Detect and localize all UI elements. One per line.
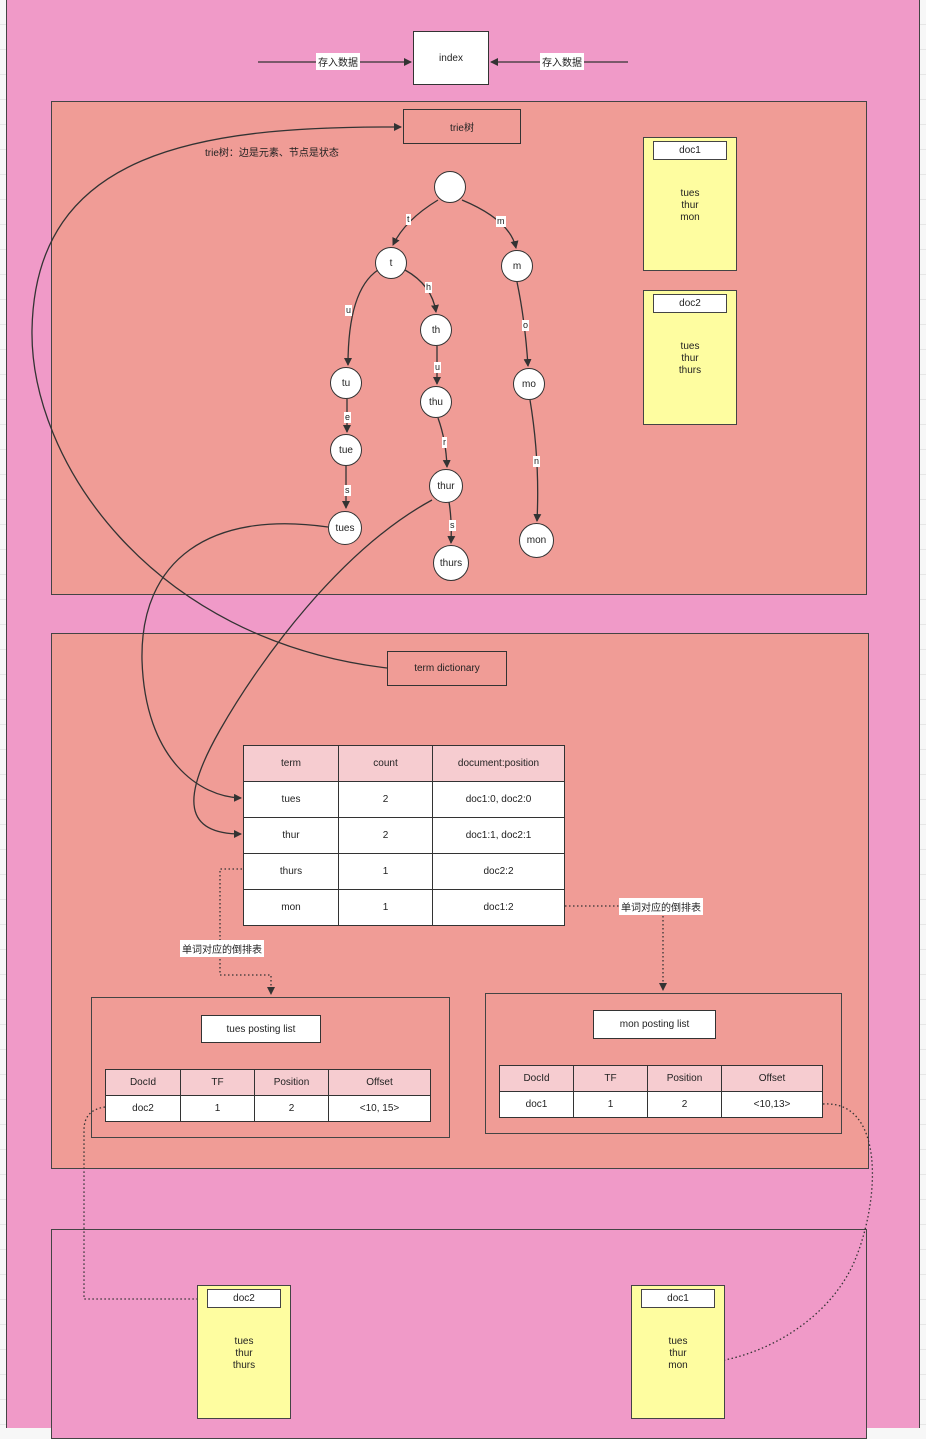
edge-label-e: e [344, 412, 352, 423]
trie-node-tu: tu [330, 367, 362, 399]
edge-label-t: t [406, 214, 411, 225]
tues-posting-title: tues posting list [201, 1015, 321, 1043]
doc2-note-bottom: doc2 tues thur thurs [197, 1285, 291, 1419]
doc2-note-top: doc2 tues thur thurs [643, 290, 737, 425]
trie-node-root [434, 171, 466, 203]
trie-node-th: th [420, 314, 452, 346]
doc-line: thurs [678, 365, 702, 376]
doc-line: thurs [232, 1360, 256, 1371]
table-header: document:position [432, 745, 565, 782]
trie-node-tues: tues [328, 511, 362, 545]
table-cell: 2 [338, 817, 433, 854]
left-store-label: 存入数据 [316, 53, 360, 70]
trie-title-box: trie树 [403, 109, 521, 144]
table-header: TF [573, 1065, 648, 1092]
table-cell: thurs [243, 853, 339, 890]
doc-line: tues [680, 341, 700, 352]
right-posting-link-label: 单词对应的倒排表 [619, 898, 703, 915]
tues-posting-table: DocId TF Position Offset doc2 1 2 <10, 1… [105, 1069, 431, 1122]
doc-line: thur [681, 200, 699, 211]
table-header: term [243, 745, 339, 782]
table-cell: mon [243, 889, 339, 926]
edge-label-h: h [425, 282, 433, 293]
table-cell: tues [243, 781, 339, 818]
trie-node-mo: mo [513, 368, 545, 400]
mon-posting-title: mon posting list [593, 1010, 716, 1039]
doc-line: mon [680, 212, 700, 223]
edge-label-u1: u [345, 305, 353, 316]
table-cell: thur [243, 817, 339, 854]
edge-label-u2: u [434, 362, 442, 373]
edge-label-s1: s [344, 485, 351, 496]
edge-label-s2: s [449, 520, 456, 531]
table-cell: 1 [338, 889, 433, 926]
table-cell: 2 [647, 1091, 722, 1118]
table-cell: 1 [180, 1095, 255, 1122]
table-header: Position [254, 1069, 329, 1096]
term-dictionary-title-box: term dictionary [387, 651, 507, 686]
table-cell: doc1 [499, 1091, 574, 1118]
doc-line: thur [235, 1348, 253, 1359]
trie-node-thu: thu [420, 386, 452, 418]
table-cell: doc1:2 [432, 889, 565, 926]
trie-node-thurs: thurs [433, 545, 469, 581]
doc-line: mon [668, 1360, 688, 1371]
documents-section [51, 1229, 867, 1439]
edge-label-m: m [496, 216, 506, 227]
table-header: Position [647, 1065, 722, 1092]
table-header: DocId [499, 1065, 574, 1092]
table-header: count [338, 745, 433, 782]
doc2-title: doc2 [653, 294, 727, 313]
trie-caption: trie树：边是元素、节点是状态 [205, 148, 339, 159]
edge-label-n: n [533, 456, 541, 467]
doc1-title: doc1 [641, 1289, 715, 1308]
table-header: Offset [328, 1069, 431, 1096]
table-header: DocId [105, 1069, 181, 1096]
table-cell: 1 [573, 1091, 648, 1118]
table-header: TF [180, 1069, 255, 1096]
table-cell: doc2:2 [432, 853, 565, 890]
trie-node-m: m [501, 250, 533, 282]
doc2-title: doc2 [207, 1289, 281, 1308]
index-box: index [413, 31, 489, 85]
doc-line: tues [668, 1336, 688, 1347]
right-store-label: 存入数据 [540, 53, 584, 70]
table-cell: <10,13> [721, 1091, 823, 1118]
table-cell: doc1:0, doc2:0 [432, 781, 565, 818]
doc1-note-top: doc1 tues thur mon [643, 137, 737, 271]
trie-node-t: t [375, 247, 407, 279]
trie-node-mon: mon [519, 523, 554, 558]
table-cell: 1 [338, 853, 433, 890]
doc1-note-bottom: doc1 tues thur mon [631, 1285, 725, 1419]
edge-label-o: o [522, 320, 530, 331]
edge-label-r: r [442, 437, 447, 448]
left-posting-link-label: 单词对应的倒排表 [180, 940, 264, 957]
trie-node-tue: tue [330, 434, 362, 466]
doc-line: tues [680, 188, 700, 199]
doc-line: thur [681, 353, 699, 364]
table-cell: 2 [254, 1095, 329, 1122]
doc-line: tues [234, 1336, 254, 1347]
table-header: Offset [721, 1065, 823, 1092]
table-cell: <10, 15> [328, 1095, 431, 1122]
doc1-title: doc1 [653, 141, 727, 160]
table-cell: doc2 [105, 1095, 181, 1122]
term-dictionary-table: term count document:position tues 2 doc1… [243, 745, 565, 926]
mon-posting-table: DocId TF Position Offset doc1 1 2 <10,13… [499, 1065, 823, 1118]
doc-line: thur [669, 1348, 687, 1359]
table-cell: doc1:1, doc2:1 [432, 817, 565, 854]
trie-node-thur: thur [429, 469, 463, 503]
table-cell: 2 [338, 781, 433, 818]
